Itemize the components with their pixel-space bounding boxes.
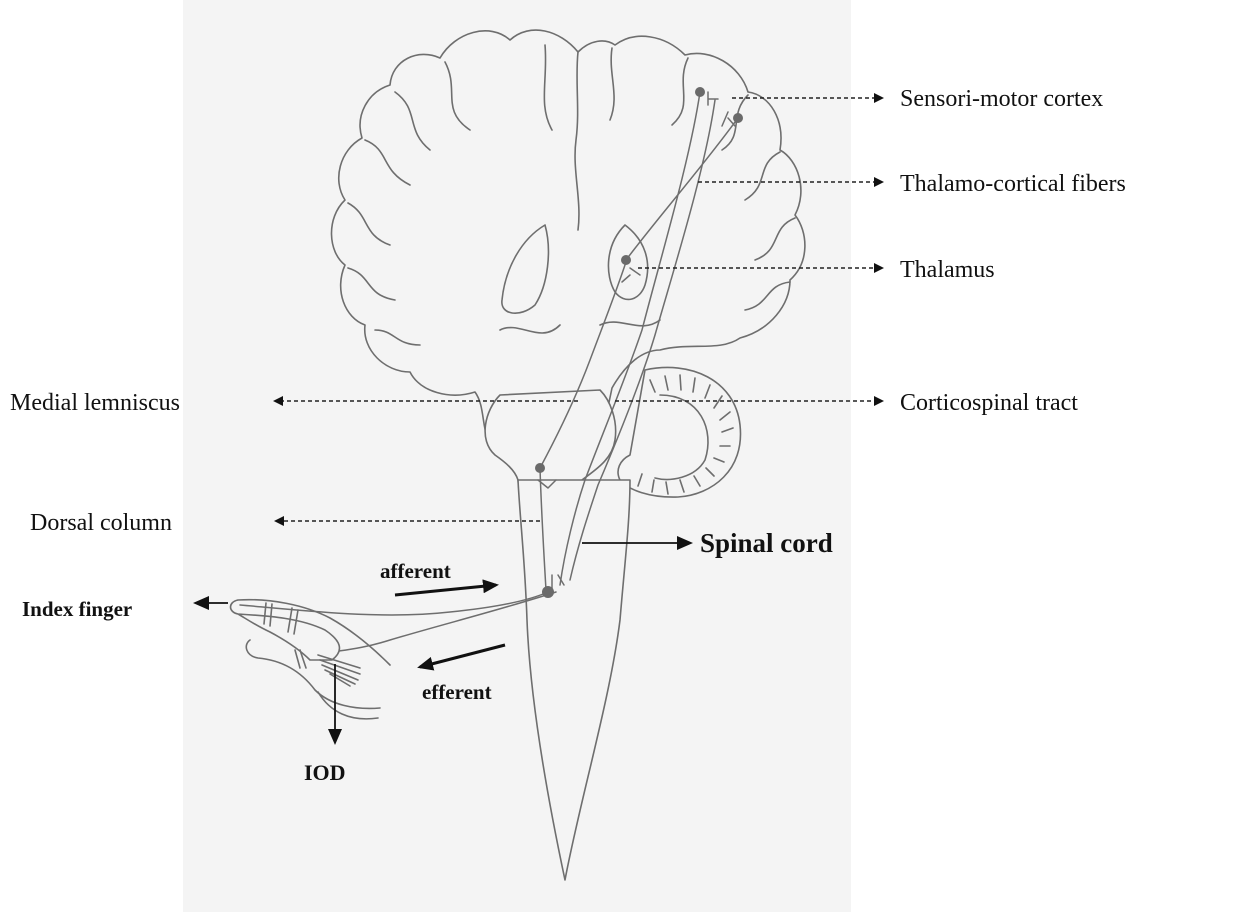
dorsal-column-label: Dorsal column xyxy=(30,510,172,536)
thalamus-neuron xyxy=(621,255,631,265)
iod-label: IOD xyxy=(304,760,346,785)
thalamo-cortical-fibers-label: Thalamo-cortical fibers xyxy=(900,171,1126,197)
cortex-neuron xyxy=(733,113,743,123)
medulla-neuron xyxy=(535,463,545,473)
afferent-label: afferent xyxy=(380,559,451,583)
medial-lemniscus-label: Medial lemniscus xyxy=(10,390,180,416)
thalamus-label: Thalamus xyxy=(900,257,995,283)
spinal-cord-label: Spinal cord xyxy=(700,528,833,558)
cortex-neuron xyxy=(695,87,705,97)
efferent-label: efferent xyxy=(422,680,492,704)
spinal-neuron xyxy=(542,586,554,598)
sensori-motor-cortex-label: Sensori-motor cortex xyxy=(900,86,1103,112)
corticospinal-tract-label: Corticospinal tract xyxy=(900,390,1078,416)
index-finger-label: Index finger xyxy=(22,597,132,621)
